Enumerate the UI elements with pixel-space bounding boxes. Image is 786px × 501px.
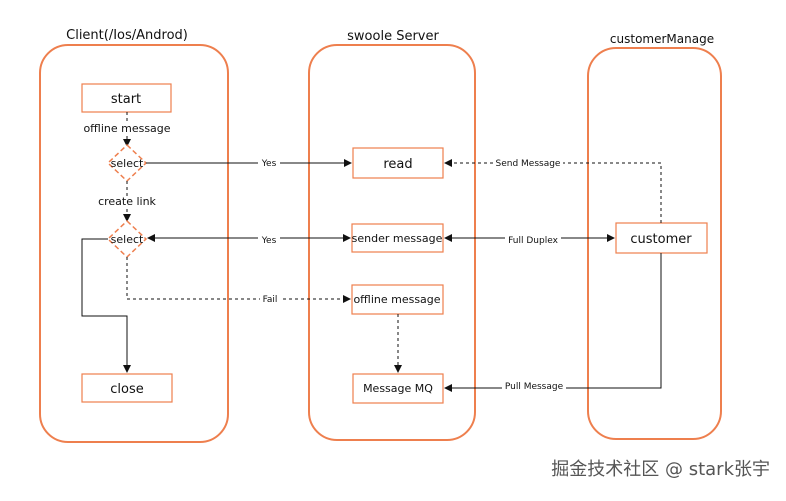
read-box: [352, 147, 444, 179]
close-box: [81, 373, 173, 403]
create-link-edge-label: create link: [98, 195, 156, 208]
select2-to-close-edge: [81, 238, 131, 373]
customer-box: [615, 222, 708, 254]
watermark: 掘金技术社区 @ stark张宇: [551, 459, 770, 480]
full-duplex-edge-label: Full Duplex: [508, 236, 558, 246]
start-label: start: [111, 92, 141, 107]
start-box: [81, 83, 172, 113]
offline-message-box: [351, 284, 444, 315]
server-lane: [308, 44, 476, 441]
fail-edge-label: Fail: [263, 295, 278, 305]
server-lane-title: swoole Server: [347, 29, 439, 44]
offline-message-box-label: offline message: [353, 293, 440, 306]
client-lane: [39, 44, 229, 443]
manage-lane-title: customerManage: [610, 32, 714, 46]
sender-message-box: [351, 223, 444, 253]
select1-label: select: [111, 157, 144, 170]
message-mq-label: Message MQ: [363, 382, 433, 395]
read-label: read: [383, 157, 412, 172]
message-mq-box: [352, 373, 444, 404]
send-message-edge-label: Send Message: [496, 159, 561, 169]
yes1-edge-label: Yes: [261, 159, 277, 169]
select2-label: select: [111, 233, 144, 246]
client-lane-title: Client(/Ios/Androd): [66, 28, 188, 43]
customer-to-mq-edge: [444, 253, 662, 392]
select2-to-offline-edge: [126, 257, 351, 303]
close-label: close: [110, 382, 143, 397]
yes2-edge-label: Yes: [261, 236, 277, 246]
pull-message-edge-label: Pull Message: [505, 382, 564, 392]
customer-to-read-edge: [444, 159, 662, 223]
sender-message-label: sender message: [352, 232, 443, 245]
manage-lane: [587, 47, 722, 440]
customer-label: customer: [630, 232, 692, 247]
offline-message-edge-label: offline message: [83, 122, 170, 135]
